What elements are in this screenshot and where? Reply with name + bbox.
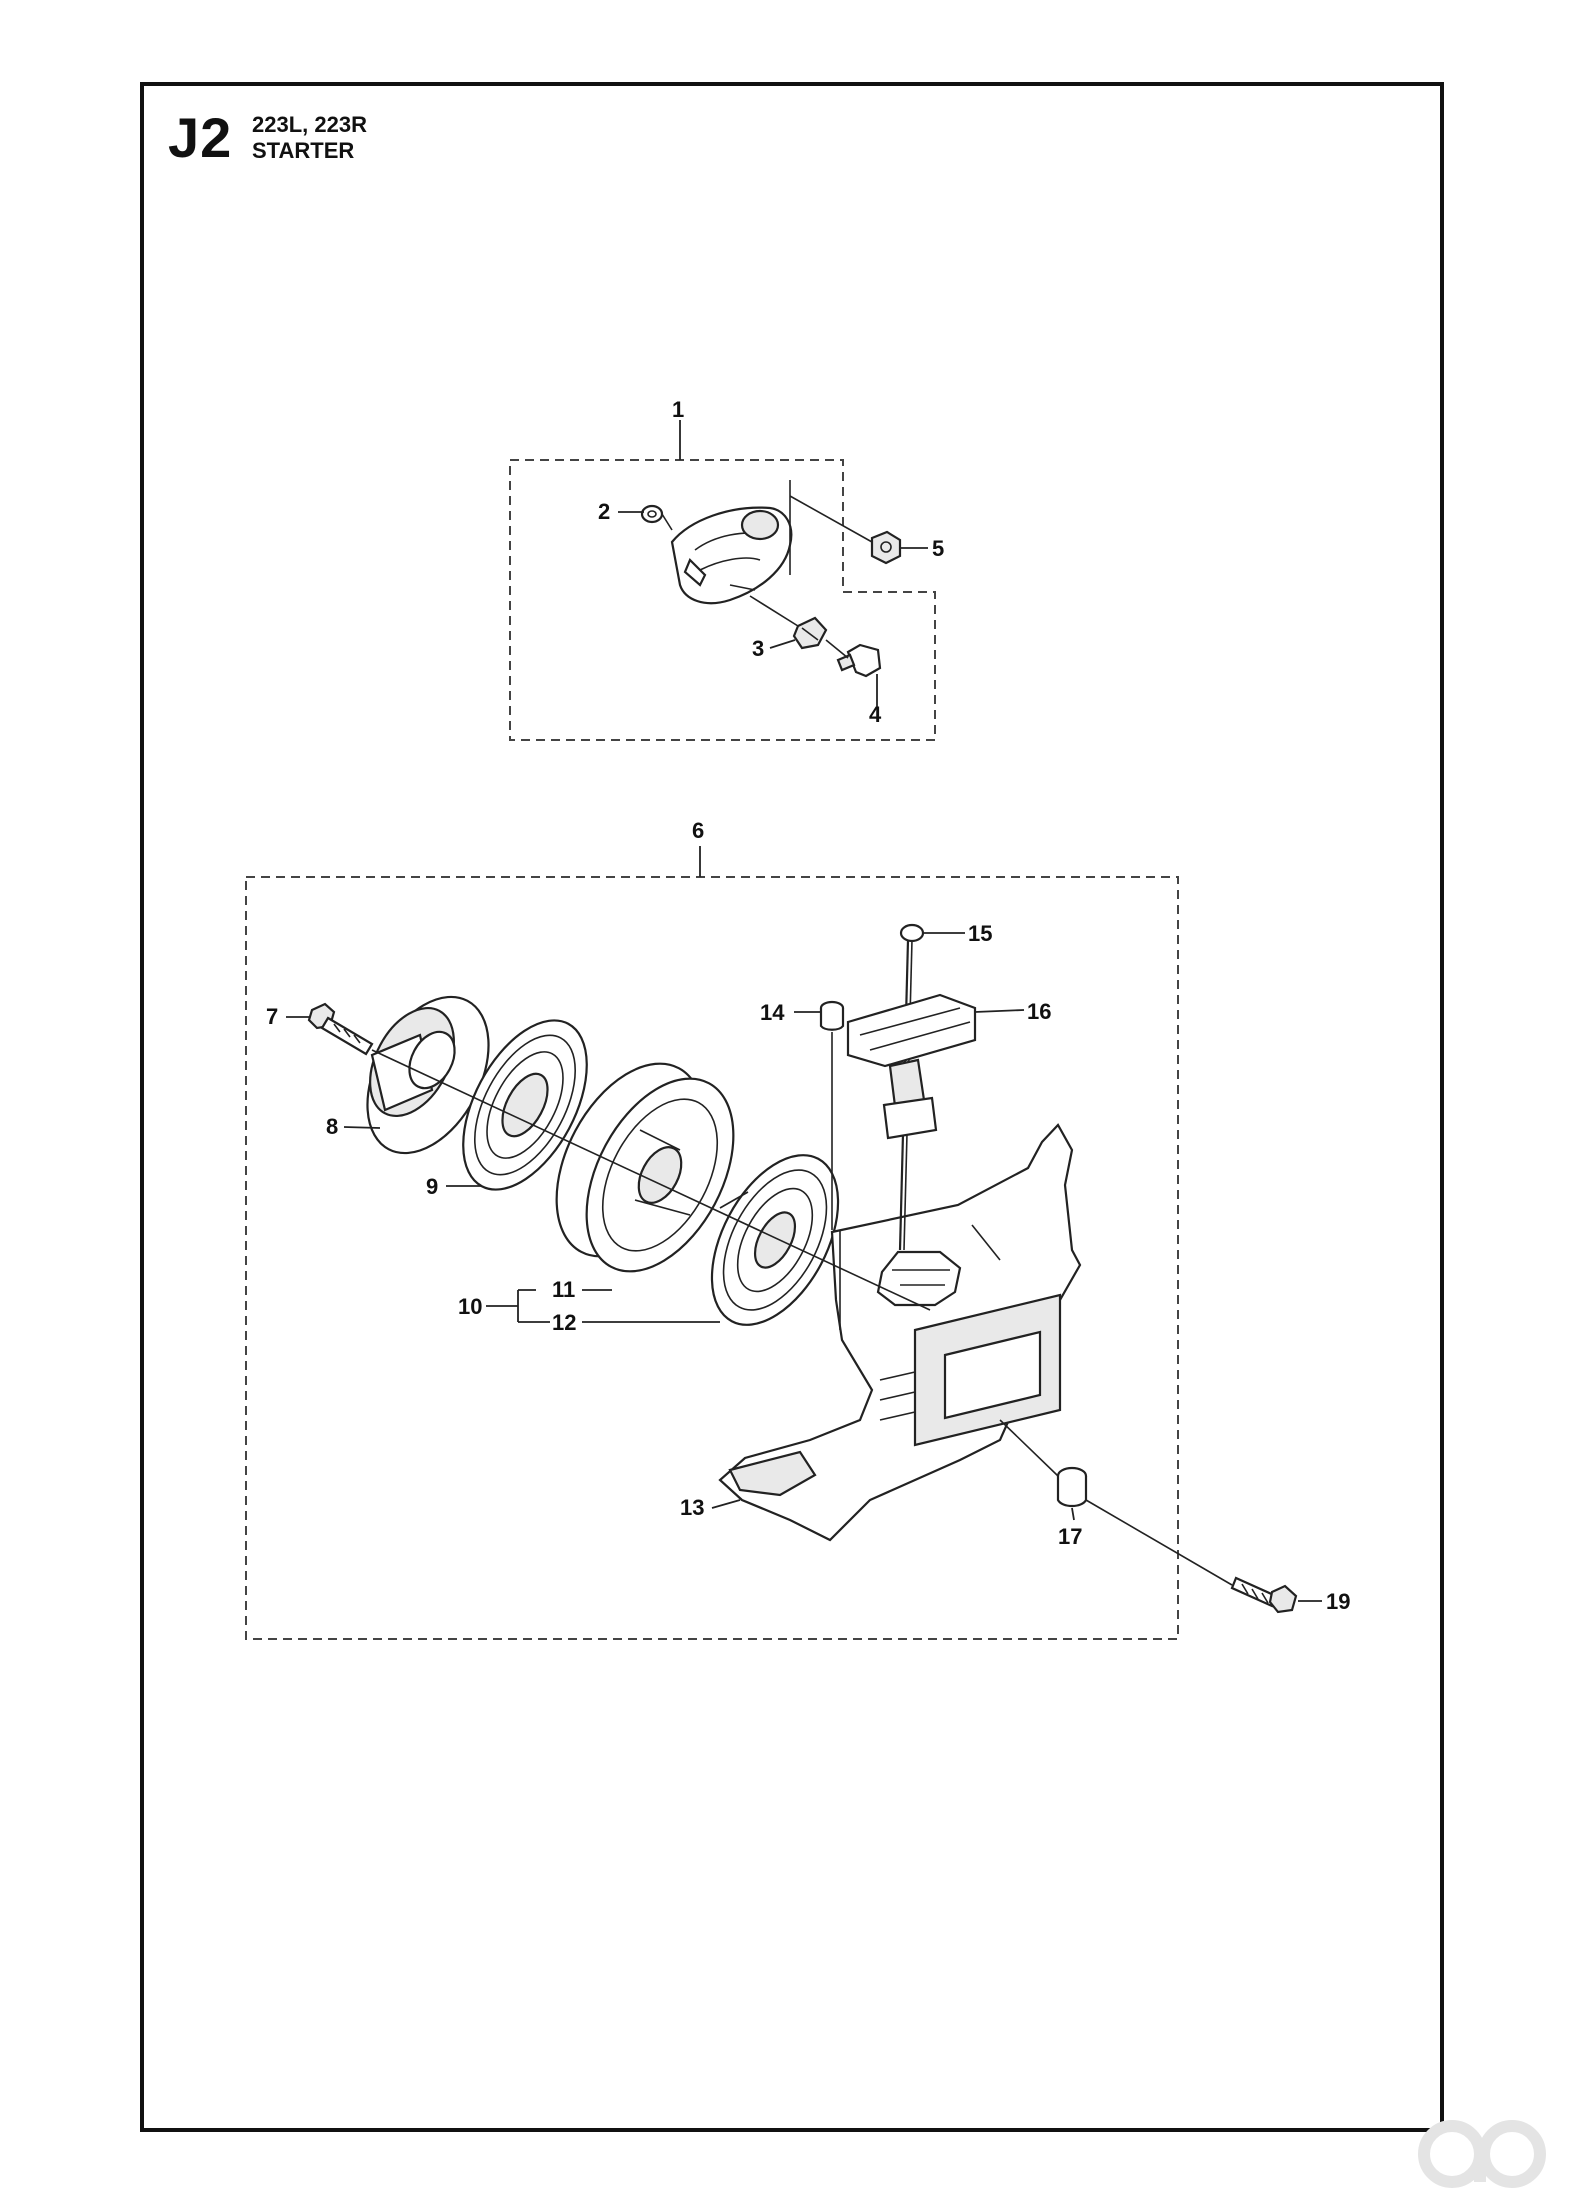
screw-19-part	[1230, 1576, 1298, 1614]
leaders	[286, 420, 1322, 1602]
assembly-line-g	[999, 1419, 1059, 1477]
assembly-line-a	[789, 495, 873, 543]
callout-3: 3	[752, 636, 764, 661]
callout-11: 11	[552, 1277, 575, 1302]
page-frame	[140, 82, 1444, 2132]
bushing-14-part	[819, 1000, 845, 1230]
screw-7-part	[307, 1002, 374, 1056]
callout-15: 15	[968, 921, 992, 946]
callout-2: 2	[598, 499, 610, 524]
callout-labels: 1 2 3 4 5 6 7 8 9 10 11 12 13 14 15 16 1…	[266, 397, 1350, 1614]
group-1-boundary	[509, 459, 936, 741]
assembly-line-b	[749, 595, 799, 627]
callout-14: 14	[760, 1000, 785, 1025]
callout-17: 17	[1058, 1524, 1082, 1549]
sleeve-17-part	[1056, 1466, 1088, 1508]
nut-5-part	[870, 530, 902, 565]
flange-8-part	[366, 995, 490, 1155]
callout-19: 19	[1326, 1589, 1350, 1614]
assembly-line-f	[371, 1049, 931, 1311]
housing-13-part	[718, 1123, 1082, 1542]
callout-9: 9	[426, 1174, 438, 1199]
pawl-assembly-part	[670, 506, 793, 605]
section-code: J2	[168, 106, 233, 169]
callout-1: 1	[672, 397, 684, 422]
group-6-boundary	[245, 876, 1179, 1640]
pin-4-part	[836, 643, 882, 678]
washer-2-part	[640, 504, 664, 524]
section-title: STARTER	[252, 138, 355, 163]
callout-13: 13	[680, 1495, 704, 1520]
header-text: 223L, 223R STARTER	[252, 112, 367, 164]
callout-4: 4	[869, 702, 882, 727]
watermark-logo	[1418, 2120, 1546, 2188]
nut-3-part	[792, 616, 828, 650]
callout-16: 16	[1027, 999, 1051, 1024]
handle-16-part	[846, 993, 977, 1140]
assembly-line-h	[1085, 1499, 1233, 1586]
callout-10: 10	[458, 1294, 482, 1319]
assembly-line-c	[825, 639, 849, 659]
callout-7: 7	[266, 1004, 278, 1029]
models-label: 223L, 223R	[252, 112, 367, 137]
callout-12: 12	[552, 1310, 576, 1335]
assembly-line-d	[661, 513, 673, 531]
pulley-11-part	[555, 1062, 735, 1273]
callout-8: 8	[326, 1114, 338, 1139]
callout-5: 5	[932, 536, 944, 561]
callout-6: 6	[692, 818, 704, 843]
